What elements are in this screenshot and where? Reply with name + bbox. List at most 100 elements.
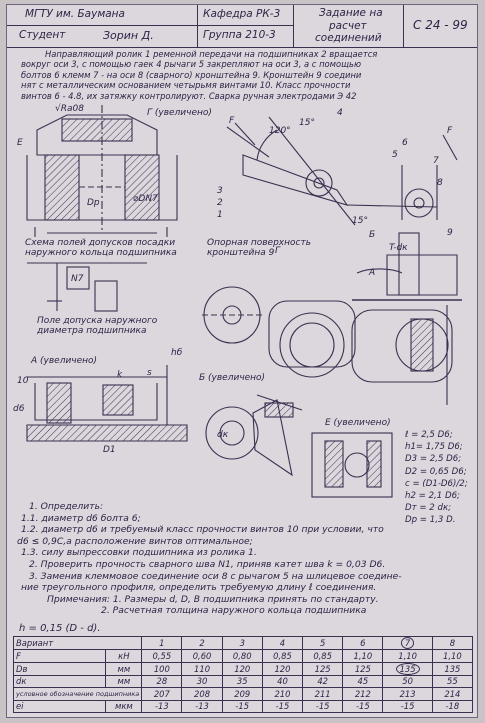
task-line: ние треугольного профиля, определить тре… (21, 582, 377, 594)
variant-number: 8 (431, 636, 474, 650)
table-cell: 125 (302, 661, 344, 676)
num-9-label: 9 (447, 228, 453, 238)
table-cell: 1,10 (342, 649, 384, 663)
student-name: Зорин Д. (103, 29, 154, 42)
task-title-cell: Задание на расчет соединений (293, 5, 404, 47)
param-line: h1= 1,75 D6; (405, 442, 463, 453)
table-cell: 30 (181, 674, 223, 688)
num-2-label: 2 (217, 198, 223, 208)
table-cell: 135 (431, 661, 474, 676)
n7-label: N7 (71, 274, 84, 284)
table-cell: 28 (141, 674, 183, 688)
table-cell: 208 (181, 687, 223, 701)
param-line: D3 = 2,5 D6; (405, 454, 462, 465)
section-b-label: Б (369, 230, 375, 240)
dk-label: dк (217, 430, 229, 440)
student-cell: МГТУ им. Баумана Студент Зорин Д. (7, 5, 198, 47)
table-row: F кН 0,55 0,60 0,80 0,85 0,85 1,10 1,10 … (12, 649, 474, 663)
table-cell: 1,10 (431, 649, 474, 663)
table-cell: 110 (181, 661, 223, 676)
table-row: ei мкм -13 -13 -15 -15 -15 -15 -15 -18 (12, 699, 474, 713)
scheme-label-2: наружного кольца подшипника (25, 248, 177, 258)
t-dk-label: T-dк (389, 243, 408, 253)
variant-number: 2 (181, 636, 223, 650)
variant-number: 5 (302, 636, 344, 650)
task-line: 1.1. диаметр d6 болта 6; (21, 512, 141, 524)
table-row: Dв мм 100 110 120 120 125 125 135 135 (12, 661, 474, 676)
task-title-line-1: Задание на (319, 7, 383, 19)
group: Группа 210-3 (203, 29, 276, 41)
table-cell: -13 (141, 699, 183, 713)
force-f-label: F (229, 116, 235, 126)
row-label: ei (12, 699, 107, 713)
view-a-label: А (увеличено) (30, 356, 97, 366)
table-cell: 35 (221, 674, 263, 688)
task-line: 2. Расчетная толщина наружного кольца по… (101, 605, 367, 617)
row-label: условное обозначение подшипника (12, 687, 143, 701)
variant-number: 6 (342, 636, 384, 650)
table-row: условное обозначение подшипника 207 208 … (12, 687, 474, 701)
variant-number-selected: 7 (382, 636, 433, 650)
title-block: МГТУ им. Баумана Студент Зорин Д. Кафедр… (7, 5, 477, 48)
table-cell: 0,80 (221, 649, 263, 663)
dp-label: Dp (87, 198, 100, 208)
table-cell: 42 (302, 674, 344, 688)
student-label: Студент (19, 29, 66, 41)
param-line: c = (D1-D6)/2; (405, 478, 468, 489)
param-line: h2 = 2,1 D6; (405, 491, 460, 502)
condition-line: вокруг оси 3, с помощью гаек 4 рычаги 5 … (21, 59, 361, 70)
angle-15-label-2: 15° (352, 216, 368, 226)
field-label-1: Поле допуска наружного (37, 316, 158, 326)
table-cell: 207 (141, 687, 183, 701)
roughness-label: √Ra08 (55, 103, 84, 114)
angle-15-label: 15° (299, 118, 315, 128)
table-cell: 213 (382, 687, 433, 701)
task-line: 1.2. диаметр d6 и требуемый класс прочно… (21, 524, 384, 536)
selected-value-circle: 135 (395, 662, 420, 675)
row-label: F (12, 649, 107, 663)
variant-number: 1 (141, 636, 183, 650)
num-10-label: 10 (17, 376, 29, 386)
view-g-label: Г (увеличено) (147, 108, 212, 118)
table-cell: 212 (342, 687, 384, 701)
variants-table: Вариант 1 2 3 4 5 6 7 8 F кН 0,55 0,60 0… (12, 636, 474, 713)
num-6-label: 6 (402, 138, 408, 148)
table-cell: 120 (221, 661, 263, 676)
table-cell: -15 (302, 699, 344, 713)
row-unit: мкм (105, 699, 143, 713)
task-title-line-2: расчет (329, 20, 367, 32)
variant-number: 3 (221, 636, 263, 650)
row-label: dк (12, 674, 107, 688)
angle-120-label: 120° (269, 126, 291, 136)
num-7-label: 7 (433, 156, 439, 166)
param-line: Dт = 2 dк; (405, 503, 452, 514)
variant-number: 4 (261, 636, 304, 650)
s-label: s (147, 368, 152, 378)
table-cell: -18 (431, 699, 474, 713)
task-line: 1.3. силу выпрессовки подшипника из роли… (21, 547, 257, 559)
num-8-label: 8 (437, 178, 443, 188)
university-name: МГТУ им. Баумана (25, 8, 125, 20)
table-cell: 214 (431, 687, 474, 701)
condition-line: болтов 6 клемм 7 - на оси 8 (сварного) к… (21, 69, 362, 80)
table-cell: 0,55 (141, 649, 183, 663)
table-cell: 120 (261, 661, 304, 676)
thickness-formula: h = 0,15 (D - d). (19, 623, 101, 634)
table-cell: 50 (382, 674, 433, 688)
problem-statement: Направляющий ролик 1 ременной передачи н… (21, 49, 473, 101)
table-cell: 1,10 (382, 649, 433, 663)
technical-drawing: √Ra08 Г (увеличено) E ⌀DN7 Dp Схема поле… (13, 103, 462, 498)
num-3-label: 3 (217, 186, 223, 196)
table-cell: 0,85 (302, 649, 344, 663)
task-code: С 24 - 99 (413, 18, 468, 32)
table-row: dк мм 28 30 35 40 42 45 50 55 (12, 674, 474, 688)
task-list: 1. Определить: 1.1. диаметр d6 болта 6; … (17, 501, 475, 617)
num-4-label: 4 (337, 108, 343, 118)
task-line: 3. Заменив клеммовое соединение оси 8 с … (29, 570, 402, 582)
support-label-2: кронштейна 9 (207, 248, 275, 258)
table-cell: 0,85 (261, 649, 304, 663)
task-line: 1. Определить: (29, 501, 104, 512)
section-g-label: Г (275, 246, 281, 256)
table-cell: 125 (342, 661, 384, 676)
num-5-label: 5 (392, 150, 398, 160)
